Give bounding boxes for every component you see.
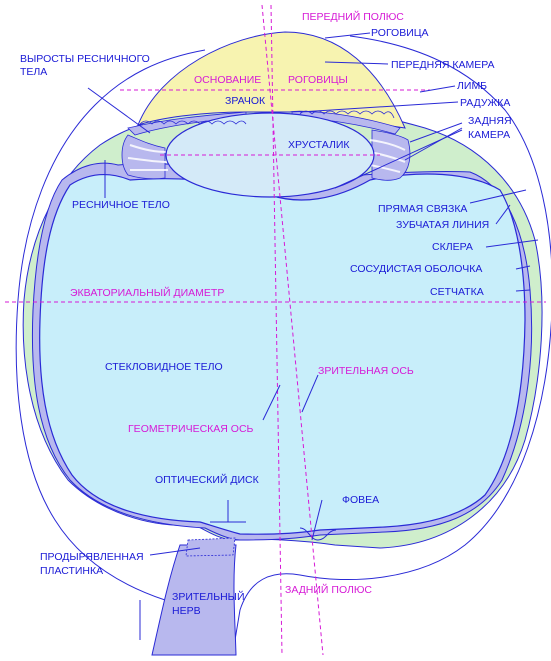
label-anterior-chamber: ПЕРЕДНЯЯ КАМЕРА [391, 59, 495, 71]
label-vitreous-body: СТЕКЛОВИДНОЕ ТЕЛО [105, 361, 223, 373]
label-posterior-chamber-1: ЗАДНЯЯ [468, 115, 512, 127]
label-posterior-pole: ЗАДНИЙ ПОЛЮС [285, 583, 372, 596]
outer-outline [15, 35, 551, 641]
label-visual-axis: ЗРИТЕЛЬНАЯ ОСЬ [318, 365, 414, 377]
label-optic-nerve-2: НЕРВ [172, 605, 201, 617]
label-choroid: СОСУДИСТАЯ ОБОЛОЧКА [350, 263, 482, 275]
label-retina: СЕТЧАТКА [430, 286, 484, 298]
label-cornea: РОГОВИЦА [371, 27, 429, 39]
fovea-dip [299, 527, 337, 541]
optic-disc-bracket [210, 500, 246, 523]
zonule-fibres [127, 139, 406, 173]
label-geometric-axis: ГЕОМЕТРИЧЕСКАЯ ОСЬ [128, 423, 254, 435]
label-sclera: СКЛЕРА [432, 241, 473, 253]
iris-crenation-left [139, 120, 247, 125]
label-lamina-cribrosa-1: ПРОДЫРЯВЛЕННАЯ [40, 551, 144, 563]
geometric-axis-line [270, 4, 283, 656]
label-optic-disc: ОПТИЧЕСКИЙ ДИСК [155, 473, 260, 486]
label-ciliary-body: РЕСНИЧНОЕ ТЕЛО [72, 199, 170, 211]
lamina-cribrosa [185, 537, 236, 557]
label-optic-nerve-1: ЗРИТЕЛЬНЫЙ [172, 590, 245, 603]
label-pupil: ЗРАЧОК [225, 95, 266, 107]
iris-crenation-right [299, 110, 395, 119]
label-posterior-chamber-2: КАМЕРА [468, 129, 510, 141]
label-iris: РАДУЖКА [460, 97, 510, 109]
label-equatorial-diameter: ЭКВАТОРИАЛЬНЫЙ ДИАМЕТР [70, 286, 224, 299]
label-cornea-base-1: ОСНОВАНИЕ [194, 74, 261, 86]
label-ora-serrata: ЗУБЧАТАЯ ЛИНИЯ [396, 219, 489, 231]
cornea [137, 31, 406, 129]
label-lamina-cribrosa-2: ПЛАСТИНКА [40, 565, 103, 577]
visual-axis-line [261, 4, 324, 656]
label-ciliary-processes-1: ВЫРОСТЫ РЕСНИЧНОГО [20, 53, 150, 65]
label-cornea-base-2: РОГОВИЦЫ [288, 74, 348, 86]
optic-nerve [151, 544, 237, 656]
label-anterior-pole: ПЕРЕДНИЙ ПОЛЮС [302, 10, 404, 23]
label-ciliary-processes-2: ТЕЛА [20, 66, 47, 78]
leader-lines [87, 32, 539, 556]
label-lens: ХРУСТАЛИК [288, 139, 350, 151]
label-fovea: ФОВЕА [342, 494, 379, 506]
label-suspensory-ligament: ПРЯМАЯ СВЯЗКА [378, 203, 467, 215]
label-limbus: ЛИМБ [457, 80, 487, 92]
